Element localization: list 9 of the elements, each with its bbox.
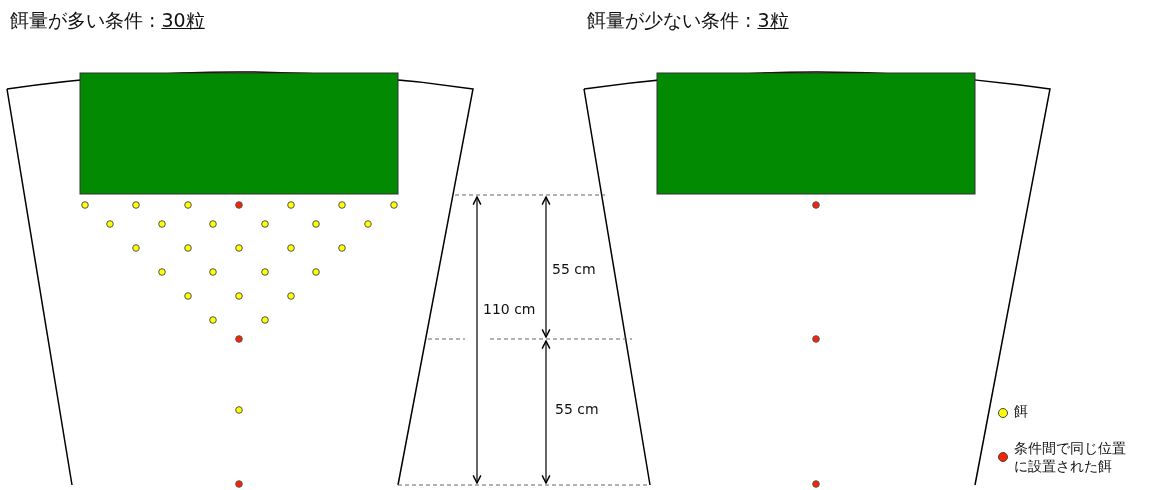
legend-label: 餌 xyxy=(1014,403,1029,421)
legend-label: 条件間で同じ位置に設置された餌 xyxy=(1014,440,1127,475)
condition-heading: 餌量が少ない条件 : xyxy=(587,8,752,33)
count-label: 3粒 xyxy=(757,8,789,33)
dimension-label: 55 cm xyxy=(555,401,599,417)
dimension-label: 110 cm xyxy=(483,301,536,317)
dimension-label: 55 cm xyxy=(552,261,596,277)
count-label: 30粒 xyxy=(161,8,205,33)
condition-heading: 餌量が多い条件 : xyxy=(10,8,156,33)
